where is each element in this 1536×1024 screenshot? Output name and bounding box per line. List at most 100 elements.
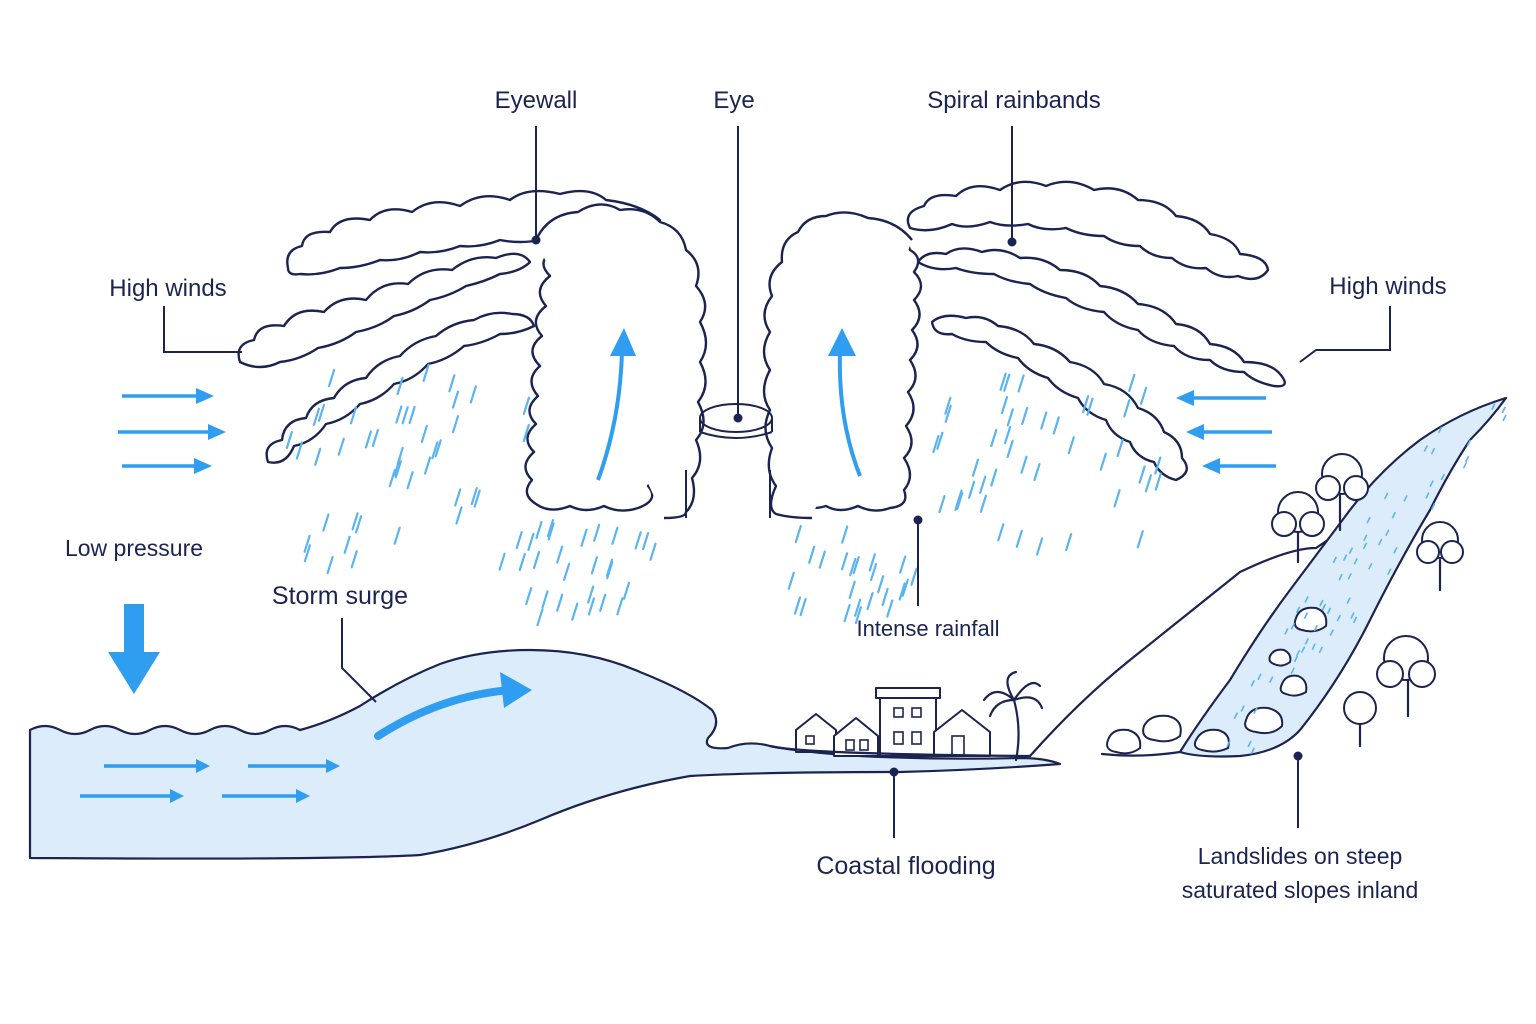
debris-dash [1363,534,1368,542]
debris-dash [1502,414,1507,422]
rain-streak [794,524,802,544]
rain-streak [793,596,802,615]
label-landslides-line2: saturated slopes inland [1182,877,1419,903]
rain-streak [518,552,526,572]
rain-streak [818,550,826,569]
ocean [28,648,1062,860]
label-coastal-flooding: Coastal flooding [816,852,995,880]
rain-streak [541,590,549,609]
rain-streak [869,562,878,582]
rain-streak [956,492,964,511]
wind-arrows-right [1176,390,1276,474]
debris-dash [1423,445,1429,452]
rain-streak [840,552,849,571]
rain-streak [337,437,345,456]
rain-streak [434,439,442,458]
right-rainbands [906,180,1286,482]
rain-streak [317,403,326,422]
rain-streak [364,430,372,449]
rain-streak [395,405,403,424]
label-landslides-line1: Landslides on steep [1198,843,1403,869]
debris-dash [1501,406,1507,414]
rain-streak [556,545,564,564]
rain-streak [349,406,358,425]
rain-streak [622,581,631,600]
wind-arrow-icon [122,458,212,474]
debris-dash [1362,542,1368,550]
debris-dash [1429,480,1434,487]
rain-streak [634,531,642,550]
palm-tree-icon [982,670,1044,762]
debris-dash [1393,547,1398,554]
debris-dash [1250,747,1256,755]
tree-icon [1416,521,1464,592]
debris-dash [1319,599,1324,607]
rain-streak [990,468,998,487]
label-eye: Eye [713,87,754,114]
rain-streak [1015,529,1023,548]
debris-dash [1304,596,1309,603]
rain-streak [1113,489,1121,508]
debris-dash [1464,455,1470,463]
rain-streak [431,441,439,460]
debris-dash [1332,556,1338,564]
rain-streak [393,526,401,545]
rain-streak [852,555,860,575]
debris-dash [1347,572,1352,580]
surge-arrow-icon [374,672,532,740]
rain-streak [532,550,541,570]
debris-dash [1247,740,1252,748]
ocean-current-arrows [80,759,340,803]
tree-icon [1271,491,1325,564]
debris-dash [1311,643,1316,651]
rain-streak [350,550,358,569]
house-icon [795,713,837,753]
debris-dash [1290,667,1295,675]
label-eyewall: Eyewall [495,87,578,114]
rain-streak [967,480,976,499]
wind-arrow-icon [122,388,214,404]
debris-dash [1385,529,1390,537]
rain-streak [1154,456,1162,475]
debris-dash [1403,494,1408,502]
wind-arrow-icon [1176,390,1266,406]
rain-streak [587,597,596,616]
rain-streak [849,557,857,577]
rain-streak [1116,439,1124,458]
debris-dash [1462,461,1468,469]
rain-streak [328,368,336,388]
rain-streak [525,586,533,606]
rain-streak [868,553,876,572]
updraft-arrow-icon [596,328,636,481]
rain-streak [1138,465,1146,484]
landslide-rocks [1106,606,1328,755]
label-spiral-rainbands: Spiral rainbands [927,87,1100,114]
rain-streak [990,428,998,448]
debris-dash [1383,492,1389,500]
debris-dash [1377,538,1383,546]
rain-streak [997,523,1005,542]
rain-streak [787,571,795,590]
rain-streak [898,582,906,601]
wind-arrows-left [118,388,226,474]
rain-streak [580,528,588,547]
debris-dash [1295,606,1301,614]
debris-dash [1257,673,1262,681]
debris-dash [1367,562,1373,570]
rain-streak [901,578,909,597]
rain-streak [1144,474,1153,493]
rain-streak [451,390,460,409]
rain-streak [470,487,478,506]
rain-streak [979,494,988,513]
debris-dash [1295,649,1301,657]
rain-streak [473,489,481,508]
rain-streak [955,489,963,508]
rain-streak [1086,397,1094,416]
debris-dash [1491,403,1496,410]
debris-dash [1425,492,1430,499]
debris-dash [1250,680,1256,687]
rain-streak [979,475,987,494]
rain-streak [848,580,856,599]
hillside [1028,396,1508,758]
debris-dash [1430,447,1436,455]
